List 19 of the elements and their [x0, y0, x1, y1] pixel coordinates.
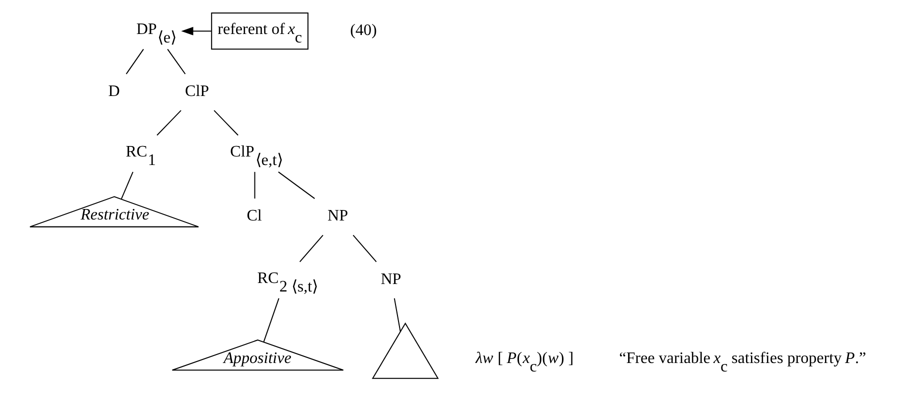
node-text: ClP — [184, 82, 209, 100]
node-triangle — [371, 322, 438, 378]
node-text: NP — [380, 270, 401, 288]
connector — [254, 171, 255, 198]
node-text: Cl — [246, 207, 262, 224]
connector — [156, 110, 181, 136]
connector — [352, 234, 376, 262]
connector — [125, 48, 144, 74]
connector — [278, 171, 314, 198]
label: (40) — [350, 21, 376, 38]
connector — [213, 110, 238, 136]
connector — [120, 171, 133, 199]
connector — [166, 48, 186, 74]
node-text: D — [108, 82, 120, 100]
arrow — [180, 26, 211, 35]
connector — [393, 298, 400, 332]
node-text: NP — [327, 207, 348, 224]
connector — [262, 298, 279, 342]
connector — [298, 234, 323, 262]
